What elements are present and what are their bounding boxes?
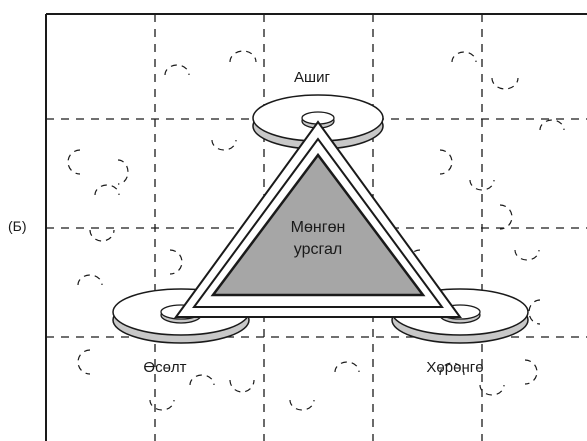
label-bottom-left-growth: Өсөлт (143, 359, 186, 376)
label-top-profit: Ашиг (294, 69, 330, 86)
center-label-line1: Мөнгөн (291, 219, 346, 236)
center-label-line2: урсгал (294, 241, 342, 258)
label-bottom-right-assets: Хөрөнгө (426, 359, 483, 376)
